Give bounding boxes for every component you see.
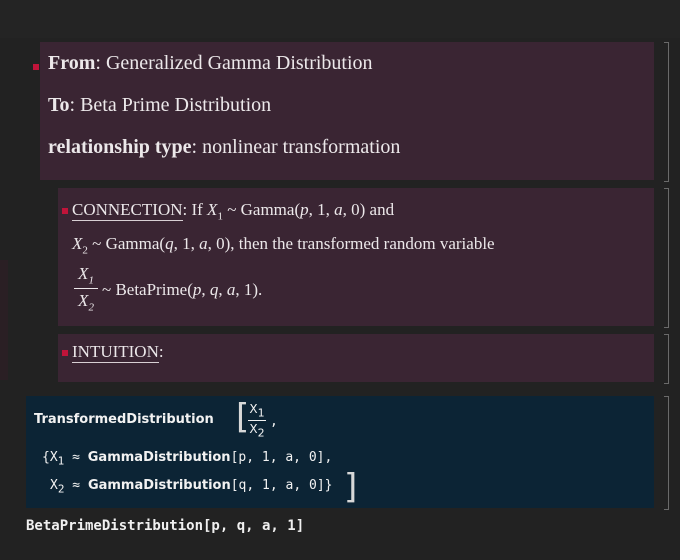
from-label: From bbox=[48, 52, 96, 74]
notebook-toolbar bbox=[0, 0, 680, 38]
connection-line-2: X2 ~ Gamma(q, 1, a, 0), then the transfo… bbox=[72, 234, 495, 257]
code-comma: , bbox=[270, 414, 278, 429]
from-line: From: Generalized Gamma Distribution bbox=[48, 52, 373, 75]
relationship-card: From: Generalized Gamma Distribution To:… bbox=[33, 42, 654, 180]
bullet-icon bbox=[33, 64, 39, 70]
from-value: : Generalized Gamma Distribution bbox=[95, 52, 373, 74]
bullet-icon bbox=[62, 350, 68, 356]
intuition-line: INTUITION: bbox=[72, 342, 164, 363]
code-output: BetaPrimeDistribution[p, q, a, 1] bbox=[26, 518, 305, 534]
cell-bracket[interactable] bbox=[664, 188, 669, 328]
connection-line-3: ~ BetaPrime(p, q, a, 1). bbox=[102, 280, 263, 299]
type-label: relationship type bbox=[48, 136, 192, 158]
cell-bracket[interactable] bbox=[664, 396, 669, 510]
intuition-heading: INTUITION bbox=[72, 342, 159, 363]
to-value: : Beta Prime Distribution bbox=[69, 94, 272, 116]
open-bracket: [ bbox=[236, 397, 250, 437]
close-bracket: ] bbox=[344, 467, 358, 507]
code-row-3: X2 ≈ GammaDistribution[q, 1, a, 0]} bbox=[50, 478, 333, 496]
left-margin bbox=[0, 260, 8, 380]
to-label: To bbox=[48, 94, 70, 116]
cell-bracket[interactable] bbox=[664, 42, 669, 182]
code-input-cell[interactable]: TransformedDistribution [ X1 X2 , {X1 ≈ … bbox=[26, 396, 654, 508]
code-row-2: {X1 ≈ GammaDistribution[p, 1, a, 0], bbox=[42, 450, 333, 468]
to-line: To: Beta Prime Distribution bbox=[48, 94, 271, 117]
connection-heading: CONNECTION bbox=[72, 200, 183, 221]
connection-card: CONNECTION: If X1 ~ Gamma(p, 1, a, 0) an… bbox=[58, 188, 654, 326]
intuition-card: INTUITION: bbox=[58, 334, 654, 382]
code-fraction: X1 X2 bbox=[248, 402, 266, 440]
connection-line-1: CONNECTION: If X1 ~ Gamma(p, 1, a, 0) an… bbox=[72, 200, 395, 223]
type-value: : nonlinear transformation bbox=[191, 136, 401, 158]
bullet-icon bbox=[62, 208, 68, 214]
type-line: relationship type: nonlinear transformat… bbox=[48, 136, 400, 159]
ratio-fraction: X1 X2 bbox=[74, 264, 98, 314]
cell-bracket[interactable] bbox=[664, 334, 669, 384]
code-function-name: TransformedDistribution bbox=[34, 412, 214, 427]
